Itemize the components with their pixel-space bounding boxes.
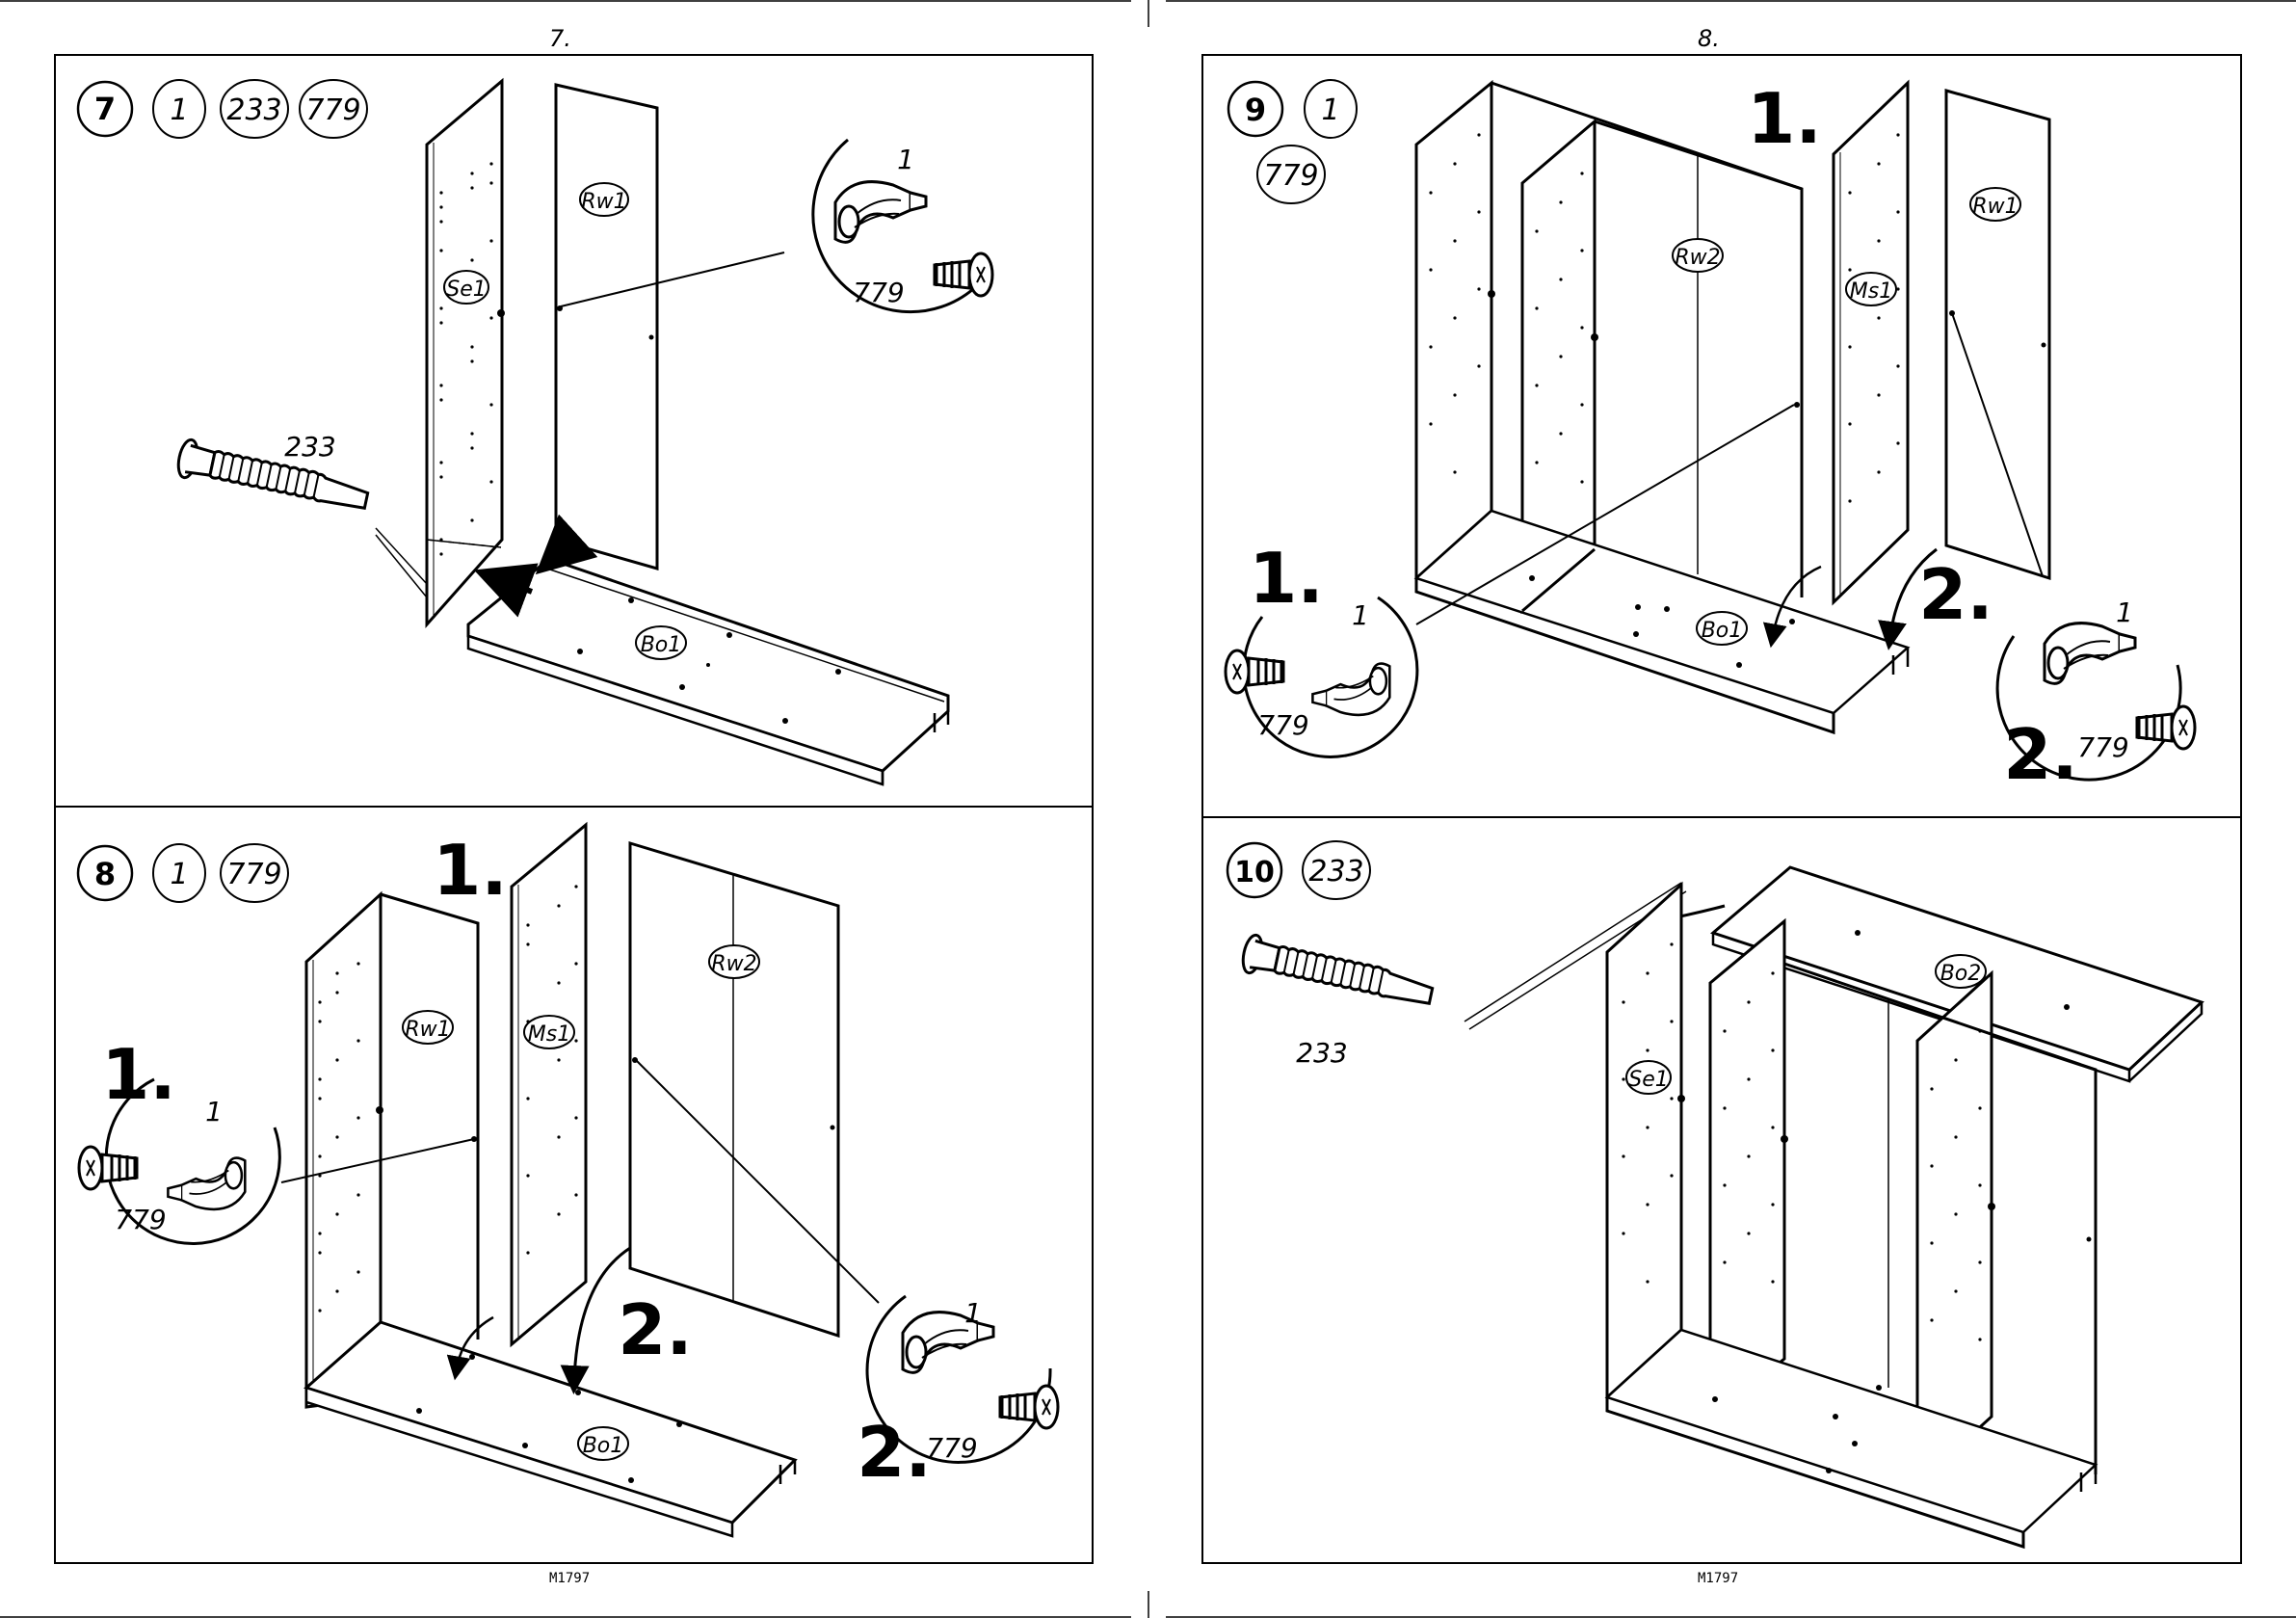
step-number: 10 <box>1234 856 1275 889</box>
label-part-779: 779 <box>1257 709 1308 741</box>
detail-sequence-2: 2. <box>857 1412 931 1493</box>
label-se1: Se1 <box>446 278 487 302</box>
panel-step-10: 10 233 233 Bo2 <box>1202 817 2241 1563</box>
label-bo1: Bo1 <box>1702 619 1743 643</box>
panel-step-7: 7 1 233 779 Se1 <box>55 55 1093 807</box>
part-badge-1: 1 <box>170 93 188 127</box>
detail-sequence-1: 1. <box>101 1034 175 1115</box>
back-panel-rw1: Rw1 <box>1946 91 2049 578</box>
bottom-board-bo1: Bo1 <box>306 1322 795 1536</box>
side-panel-se1: Se1 <box>427 81 505 624</box>
part-badge-1: 1 <box>170 858 188 891</box>
sequence-2: 2. <box>618 1289 692 1370</box>
part-badge-779: 779 <box>305 93 360 127</box>
part-badges: 1 233 779 <box>153 80 367 138</box>
label-part-779: 779 <box>2077 731 2128 763</box>
middle-panel-ms1: Ms1 <box>512 825 586 1344</box>
part-badge-779: 779 <box>1263 159 1318 193</box>
part-badge-1: 1 <box>1321 93 1339 127</box>
part-badge-233: 233 <box>1308 855 1363 889</box>
step-number: 8 <box>94 856 116 892</box>
step-number: 9 <box>1245 92 1266 128</box>
part-badge-233: 233 <box>226 93 281 127</box>
detail-sequence-1: 1. <box>1249 538 1323 619</box>
detail-callout-left: 1. 1 779 <box>79 1034 474 1243</box>
label-part-1: 1 <box>205 1096 223 1127</box>
label-part-1: 1 <box>897 144 914 175</box>
label-se1: Se1 <box>1628 1068 1669 1092</box>
bottom-board-bo1: Bo1 <box>468 559 948 784</box>
back-panel-rw2: Rw2 <box>630 843 838 1336</box>
label-rw2: Rw2 <box>711 952 756 976</box>
label-part-779: 779 <box>926 1432 977 1464</box>
label-part-1: 1 <box>964 1297 982 1329</box>
step-number-badge: 7 <box>78 82 132 136</box>
label-part-1: 1 <box>2116 597 2133 628</box>
label-233: 233 <box>284 431 335 463</box>
sequence-2: 2. <box>1918 554 1993 635</box>
label-rw1: Rw1 <box>405 1018 450 1042</box>
label-ms1: Ms1 <box>528 1022 570 1047</box>
label-bo1: Bo1 <box>641 633 682 657</box>
step-number: 7 <box>94 91 116 127</box>
label-bo1: Bo1 <box>583 1434 624 1458</box>
sequence-1: 1. <box>1747 78 1821 159</box>
label-233: 233 <box>1296 1037 1347 1069</box>
label-part-779: 779 <box>853 277 904 308</box>
detail-sequence-2: 2. <box>2003 714 2077 795</box>
panel-step-8: 8 1 779 Rw1 <box>55 807 1093 1563</box>
back-panel-rw1: Rw1 <box>556 85 657 569</box>
label-ms1: Ms1 <box>1850 279 1892 304</box>
label-part-1: 1 <box>1352 599 1369 631</box>
panel-step-9: 9 1 779 Rw2 Bo1 <box>1202 55 2241 817</box>
label-rw1: Rw1 <box>581 190 626 214</box>
middle-panel-ms1: Ms1 <box>1834 83 1908 602</box>
label-rw1: Rw1 <box>1972 195 2018 219</box>
part-badge-779: 779 <box>226 858 281 891</box>
label-part-779: 779 <box>115 1204 166 1235</box>
label-bo2: Bo2 <box>1940 962 1982 986</box>
label-rw2: Rw2 <box>1675 246 1720 270</box>
sequence-1: 1. <box>433 830 507 911</box>
